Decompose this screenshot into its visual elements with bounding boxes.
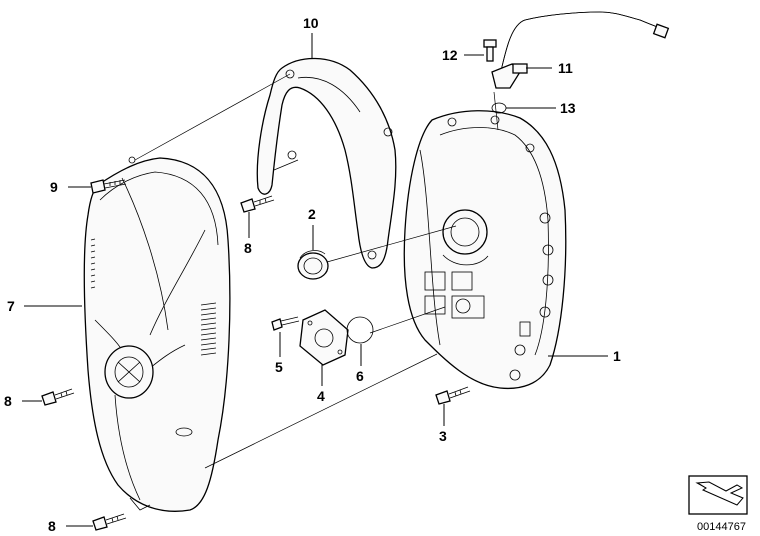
callout-8-middle: 8: [4, 393, 12, 409]
callout-11: 11: [558, 60, 573, 76]
inner-housing: [403, 110, 567, 390]
screw-8-upper: [240, 195, 275, 213]
callout-9: 9: [50, 179, 58, 195]
callout-7: 7: [7, 298, 15, 314]
bracket: [256, 57, 397, 269]
housing-bosses: [447, 115, 554, 381]
screw-8-lower: [92, 513, 127, 531]
o-ring: [346, 316, 374, 344]
callout-4: 4: [317, 388, 325, 404]
callout-8-lower: 8: [48, 518, 56, 534]
document-number: 00144767: [697, 521, 746, 533]
vent-grille: [200, 302, 217, 356]
callout-2: 2: [308, 206, 316, 222]
callouts: 1 2 3 4 5 6 7 8 8 8 9 10 11 12 13: [4, 15, 621, 534]
callout-1: 1: [613, 348, 621, 364]
flange-plate: [299, 309, 349, 366]
callout-12: 12: [442, 47, 458, 63]
screw-3: [435, 386, 471, 405]
callout-10: 10: [303, 15, 319, 31]
callout-3: 3: [439, 428, 447, 444]
callout-13: 13: [560, 100, 576, 116]
assembly-lines: [134, 73, 499, 469]
sensor-cable: [491, 11, 670, 89]
screw-5: [271, 316, 300, 331]
small-bolt: [483, 39, 497, 62]
reference-arrow-icon: [688, 475, 748, 515]
leader-lines: [22, 33, 608, 527]
outer-cover: [83, 156, 231, 512]
shaft-seal: [297, 250, 329, 280]
callout-5: 5: [275, 359, 283, 375]
screw-9: [90, 179, 127, 194]
callout-6: 6: [356, 368, 364, 384]
callout-8-upper: 8: [244, 240, 252, 256]
screw-8-middle: [41, 388, 75, 406]
seal-ring: [491, 102, 507, 114]
